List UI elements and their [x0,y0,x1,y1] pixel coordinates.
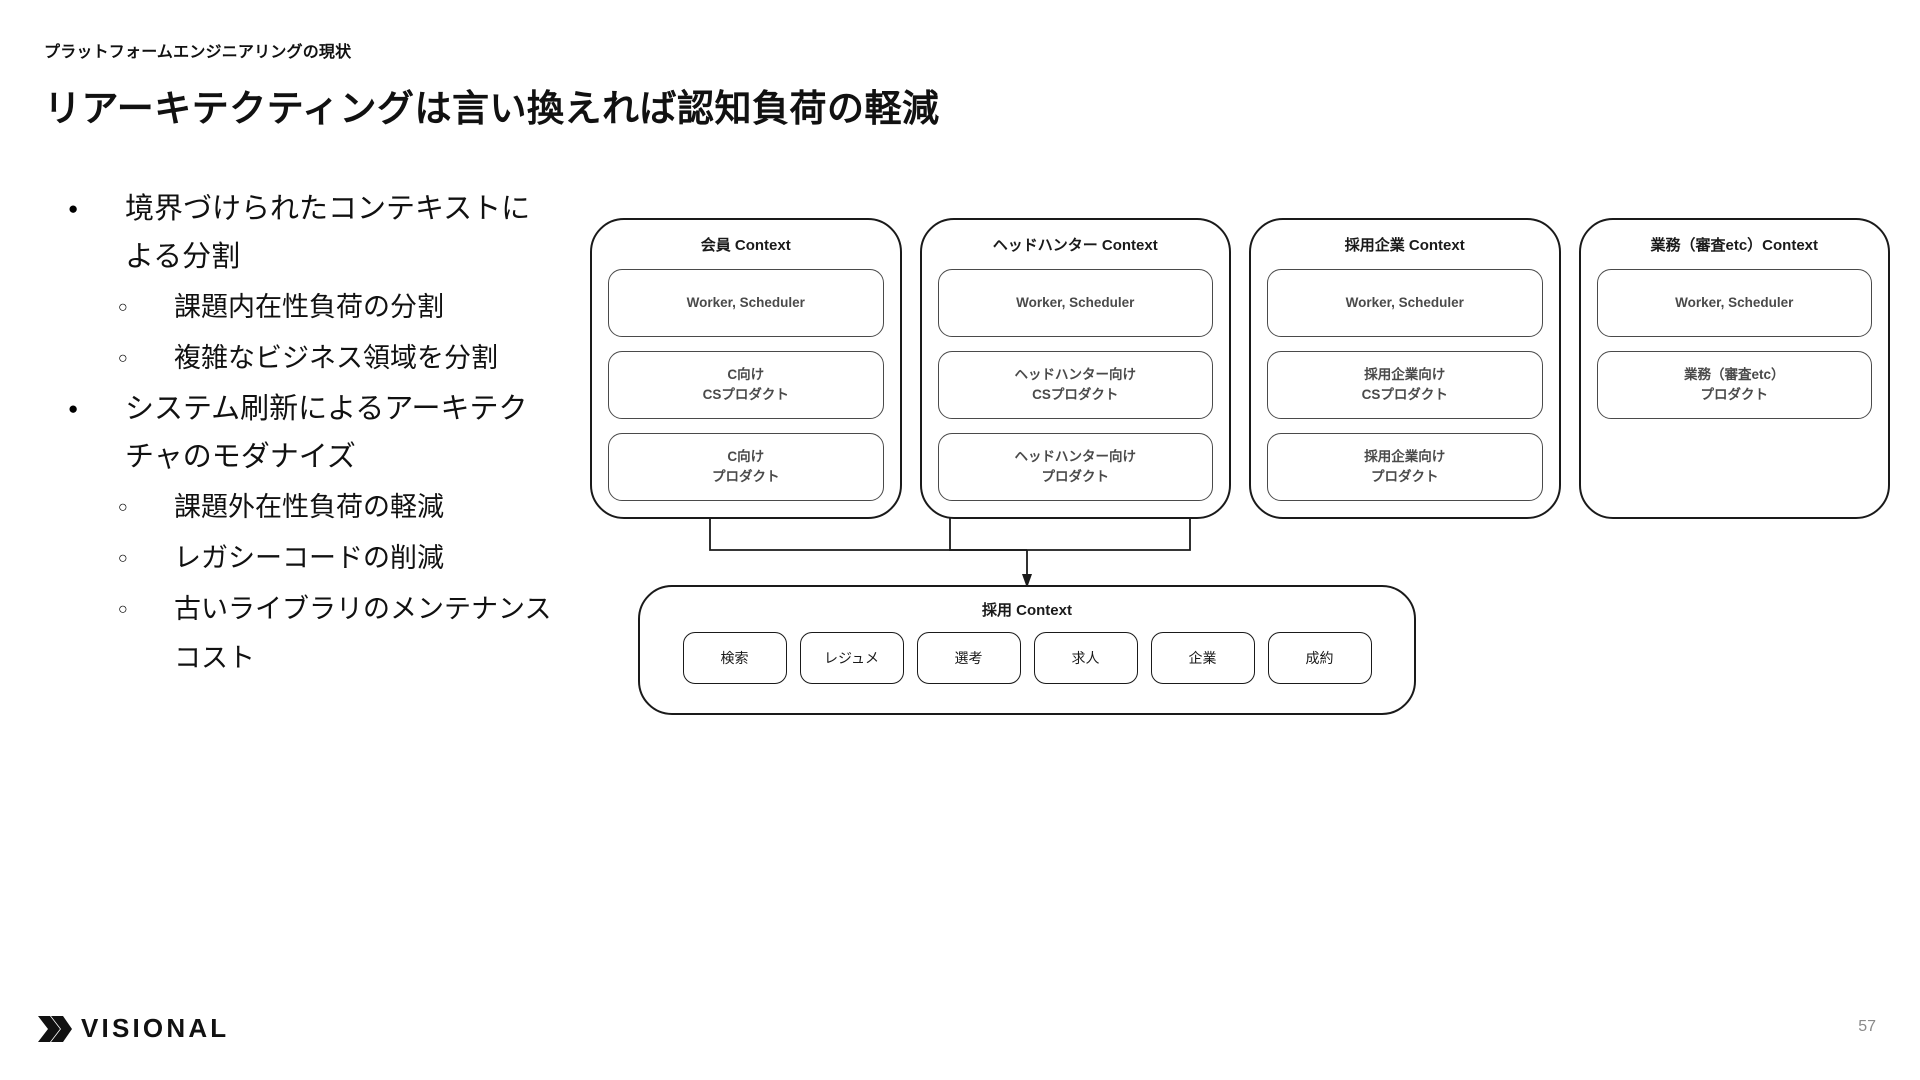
double-chevron-icon [38,1015,72,1042]
visional-logo: VISIONAL [38,1013,229,1044]
context-title: 業務（審査etc）Context [1650,237,1818,254]
context-chip[interactable]: 企業 [1150,632,1255,684]
context-box[interactable]: ヘッドハンター向けプロダクト [937,433,1213,501]
bullet-list: ● 境界づけられたコンテキストによる分割 ○ 課題内在性負荷の分割 ○ 複雑なビ… [58,185,658,685]
context-chip[interactable]: 求人 [1033,632,1138,684]
list-item: ○ 課題外在性負荷の軽減 [58,483,658,532]
logo-wordmark: VISIONAL [81,1013,230,1043]
page-number: 57 [1858,1018,1876,1035]
list-item-label: 課題内在性負荷の分割 [174,292,444,322]
list-item: ○ レガシーコードの削減 [58,534,658,583]
sub-bullet-marker-icon: ○ [118,299,128,316]
bullet-marker-icon: ● [68,199,79,218]
list-item-label: システム刷新によるアーキテクチャのモダナイズ [125,393,528,473]
context-box[interactable]: Worker, Scheduler [1267,269,1543,337]
sub-bullet-marker-icon: ○ [118,601,128,618]
context-chip[interactable]: レジュメ [799,632,904,684]
context-chip[interactable]: 検索 [682,632,787,684]
context-title: ヘッドハンター Context [992,237,1158,254]
context-chip[interactable]: 成約 [1267,632,1372,684]
list-item: ○ 課題内在性負荷の分割 [58,283,658,332]
list-item: ● 境界づけられたコンテキストによる分割 [58,185,658,281]
list-item: ○ 複雑なビジネス領域を分割 [58,334,658,383]
bullet-marker-icon: ● [68,399,79,418]
context-box[interactable]: Worker, Scheduler [937,269,1213,337]
context-box[interactable]: Worker, Scheduler [1596,269,1872,337]
context-card-recruiting[interactable]: 採用 Context 検索 レジュメ 選考 求人 企業 成約 [638,585,1416,715]
sub-bullet-marker-icon: ○ [118,350,128,367]
page-title: リアーキテクティングは言い換えれば認知負荷の軽減 [44,88,940,129]
sub-bullet-marker-icon: ○ [118,499,128,516]
context-box[interactable]: 採用企業向けプロダクト [1267,433,1543,501]
context-card-headhunter[interactable]: ヘッドハンター Context Worker, Scheduler ヘッドハンタ… [919,218,1231,519]
list-item-label: 境界づけられたコンテキストによる分割 [125,193,531,273]
context-title: 採用企業 Context [1344,237,1465,254]
list-item-label: 複雑なビジネス領域を分割 [174,343,498,373]
sub-bullet-marker-icon: ○ [118,550,128,567]
context-box[interactable]: Worker, Scheduler [608,269,884,337]
context-title: 採用 Context [981,602,1072,619]
context-card-operations[interactable]: 業務（審査etc）Context Worker, Scheduler 業務（審査… [1578,218,1890,519]
context-box[interactable]: 業務（審査etc）プロダクト [1596,351,1872,419]
list-item-label: 課題外在性負荷の軽減 [174,492,444,522]
context-chip[interactable]: 選考 [916,632,1021,684]
list-item: ● システム刷新によるアーキテクチャのモダナイズ [58,385,658,481]
context-title: 会員 Context [700,237,791,254]
context-box[interactable]: C向けプロダクト [608,433,884,501]
list-item-label: 古いライブラリのメンテナンスコスト [174,594,552,673]
slide-eyebrow: プラットフォームエンジニアリングの現状 [44,44,352,61]
list-item-label: レガシーコードの削減 [174,543,444,573]
chip-row: 検索 レジュメ 選考 求人 企業 成約 [640,632,1414,684]
list-item: ○ 古いライブラリのメンテナンスコスト [58,585,658,683]
